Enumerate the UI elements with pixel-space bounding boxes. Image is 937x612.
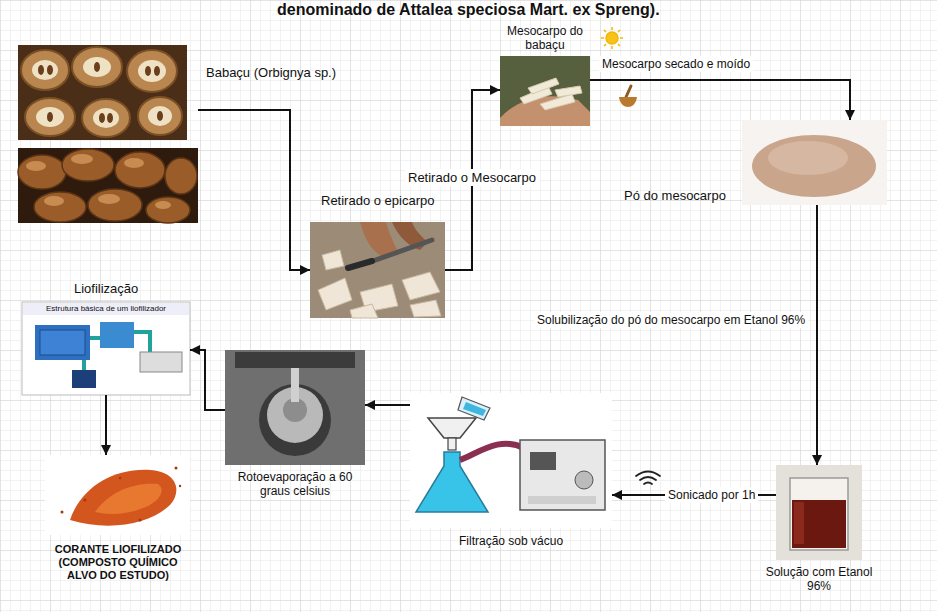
step-label: Solubilização do pó do mesocarpo em Etan… (534, 312, 808, 328)
photo-step: CORANTE LIOFILIZADO (COMPOSTO QUÍMICO AL… (45, 455, 190, 535)
step-caption: Mesocarpo do babaçu (495, 24, 595, 52)
vacuum-filtration-drawing (410, 393, 612, 528)
photo-step: Solução com Etanol 96% (776, 465, 862, 560)
step-caption: CORANTE LIOFILIZADO (COMPOSTO QUÍMICO AL… (43, 543, 193, 582)
photo-step: Retirado o epicarpo (310, 222, 445, 318)
rotary-evaporator-photo (225, 350, 365, 465)
photo-step: LiofilizaçãoEstrutura básica de um liofi… (22, 302, 190, 395)
schematic-title: Estrutura básica de um liofilizador (22, 304, 190, 313)
lyophilizer-schematic (22, 302, 190, 395)
solution-beaker-photo (776, 465, 862, 560)
photo-step: Babaçu (Orbignya sp.) (18, 45, 198, 223)
step-label: Mesocarpo secado e moído (599, 56, 753, 72)
photo-step: Mesocarpo do babaçu (500, 56, 590, 126)
flow-arrow (590, 80, 850, 120)
dye-powder-photo (45, 455, 190, 535)
flow-arrow (190, 350, 225, 410)
mesocarp-photo (500, 56, 590, 126)
flow-arrow (816, 205, 818, 465)
sonication-icon (636, 472, 660, 485)
flow-arrow (105, 395, 107, 455)
step-caption: Babaçu (Orbignya sp.) (206, 65, 336, 80)
step-label: Retirado o Mesocarpo (405, 169, 539, 186)
step-caption: Liofilização (74, 281, 138, 296)
mortar-icon (619, 86, 637, 107)
sun-icon (601, 27, 623, 49)
photo-step: Filtração sob vácuo (410, 393, 612, 528)
step-caption: Filtração sob vácuo (459, 534, 563, 548)
flow-arrow (198, 110, 310, 270)
babassu-cut-photo (18, 45, 187, 140)
photo-step: Pó do mesocarpo (742, 120, 887, 205)
babassu-fruit-photo (18, 148, 198, 223)
flow-arrow (365, 404, 410, 406)
step-label: Sonicado por 1h (665, 487, 758, 503)
mesocarp-powder-photo (742, 120, 887, 205)
cutting-photo (310, 222, 445, 318)
step-caption: Retirado o epicarpo (321, 193, 434, 208)
step-caption: Rotoevaporação a 60 graus celsius (235, 470, 355, 498)
step-caption: Solução com Etanol 96% (764, 565, 874, 593)
diagram-title: denominado de Attalea speciosa Mart. ex … (277, 1, 660, 20)
step-caption: Pó do mesocarpo (624, 188, 726, 203)
photo-step: Rotoevaporação a 60 graus celsius (225, 350, 365, 465)
